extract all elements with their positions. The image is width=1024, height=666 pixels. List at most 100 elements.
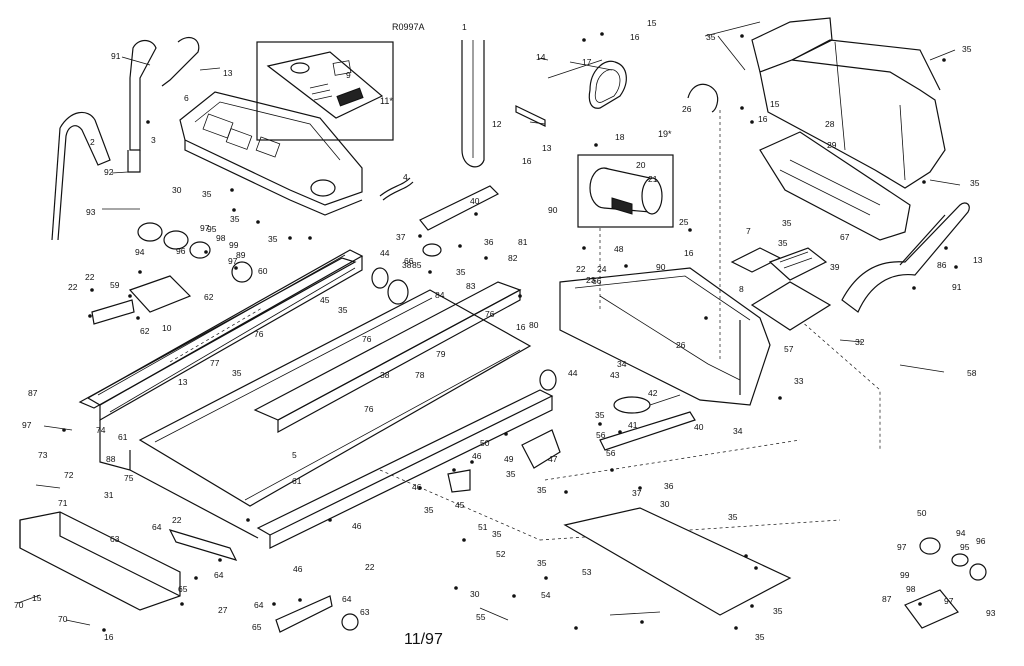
callout: 98 — [906, 584, 916, 594]
callout: 32 — [855, 337, 865, 347]
callout: 34 — [733, 426, 743, 436]
callout: 46 — [412, 482, 422, 492]
side-rail-75 — [78, 257, 357, 409]
callout: 57 — [784, 344, 794, 354]
drive-belt — [588, 60, 627, 109]
callout-numbers: 1 2 3 4 5 6 7 8 9 10 12 13 13 13 13 14 1… — [14, 18, 996, 642]
console-assembly — [179, 91, 363, 216]
callout: 10 — [162, 323, 172, 333]
callout: 35 — [456, 267, 466, 277]
callout: 74 — [96, 425, 106, 435]
callout: 45 — [320, 295, 330, 305]
callout: 65 — [252, 622, 262, 632]
callout: 72 — [64, 470, 74, 480]
hardware-fasteners — [62, 32, 958, 632]
rear-leveler — [447, 429, 561, 493]
callout: 2 — [90, 137, 95, 147]
callout: 95 — [960, 542, 970, 552]
callout: 83 — [466, 281, 476, 291]
callout: 62 — [204, 292, 214, 302]
fastener-dot — [62, 428, 66, 432]
fastener-dot — [574, 626, 578, 630]
callout: 22 — [172, 515, 182, 525]
fastener-dot — [512, 594, 516, 598]
fastener-dot — [518, 294, 522, 298]
fastener-dot — [912, 286, 916, 290]
controller-board — [730, 247, 828, 281]
fastener-dot — [128, 294, 132, 298]
callout: 35 — [962, 44, 972, 54]
callout: 54 — [541, 590, 551, 600]
group-label-console: 11* — [380, 96, 393, 106]
fastener-dot — [610, 468, 614, 472]
callout: 36 — [484, 237, 494, 247]
fastener-dot — [194, 576, 198, 580]
hood-bracket — [759, 131, 911, 241]
callout: 70 — [14, 600, 24, 610]
motor-tray-plate — [750, 281, 832, 331]
callout: 44 — [568, 368, 578, 378]
callout: 35 — [782, 218, 792, 228]
callout: 56 — [596, 430, 606, 440]
fastener-dot — [564, 490, 568, 494]
callout: 13 — [178, 377, 188, 387]
callout: 20 — [636, 160, 646, 170]
fastener-dot — [452, 468, 456, 472]
fastener-dot — [90, 288, 94, 292]
callout: 42 — [648, 388, 658, 398]
callout: 99 — [900, 570, 910, 580]
callout: 55 — [476, 612, 486, 622]
callout: 67 — [840, 232, 850, 242]
fastener-dot — [308, 236, 312, 240]
callout: 43 — [610, 370, 620, 380]
return-spring — [461, 40, 485, 168]
fastener-dot — [246, 518, 250, 522]
callout: 7 — [746, 226, 751, 236]
callout: 16 — [758, 114, 768, 124]
fastener-dot — [484, 256, 488, 260]
callout: 41 — [628, 420, 638, 430]
fastener-dot — [750, 120, 754, 124]
callout: 35 — [506, 469, 516, 479]
callout: 35 — [728, 512, 738, 522]
callout: 92 — [104, 167, 114, 177]
fastener-dot — [504, 432, 508, 436]
fastener-dot — [418, 234, 422, 238]
callout: 59 — [110, 280, 120, 290]
callout: 63 — [360, 607, 370, 617]
callout: 76 — [362, 334, 372, 344]
callout: 4 — [403, 172, 408, 182]
diagram-code: R0997A — [392, 22, 425, 32]
callout: 61 — [118, 432, 128, 442]
fastener-dot — [638, 486, 642, 490]
callout: 76 — [254, 329, 264, 339]
callout: 97 — [944, 596, 954, 606]
callout: 45 — [455, 500, 465, 510]
console-overlay-inset — [256, 41, 394, 141]
callout: 27 — [218, 605, 228, 615]
callout: 37 — [396, 232, 406, 242]
callout: 51 — [478, 522, 488, 532]
callout: 91 — [952, 282, 962, 292]
right-wheel-subassembly — [904, 537, 987, 629]
callout: 17 — [582, 57, 592, 67]
callout: 47 — [548, 454, 558, 464]
callout: 97 — [22, 420, 32, 430]
fastener-dot — [256, 220, 260, 224]
callout: 30 — [172, 185, 182, 195]
callout: 12 — [492, 119, 502, 129]
callout: 18 — [615, 132, 625, 142]
callout: 99 — [229, 240, 239, 250]
fastener-dot — [582, 38, 586, 42]
callout: 90 — [656, 262, 666, 272]
fastener-dot — [944, 246, 948, 250]
callout: 16 — [522, 156, 532, 166]
fastener-dot — [272, 602, 276, 606]
callout: 97 — [897, 542, 907, 552]
diagram-date: 11/97 — [404, 631, 443, 648]
callout: 98 — [216, 233, 226, 243]
rear-wheel-bracket — [168, 529, 359, 633]
callout: 13 — [973, 255, 983, 265]
fastener-dot — [462, 538, 466, 542]
